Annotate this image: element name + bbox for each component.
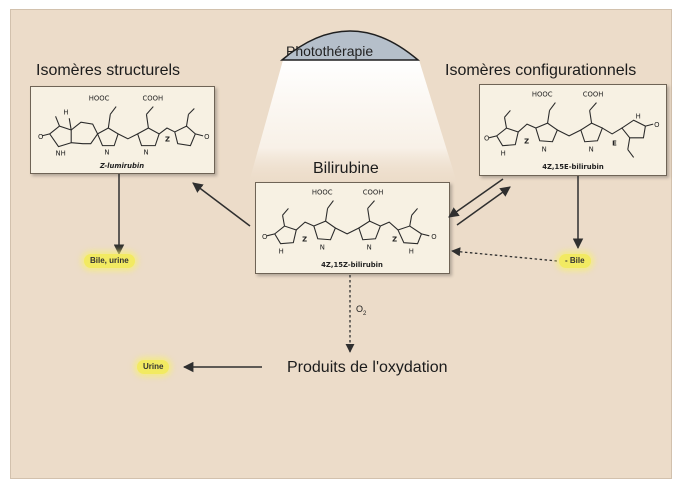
phototherapy-label: Photothérapie	[286, 43, 374, 59]
lumirubin-o-label-right: O	[204, 133, 209, 141]
e-isomer-cooh-label: COOH	[583, 91, 604, 99]
e-isomer-n-label-1: N	[542, 146, 547, 154]
e-isomer-name: 4Z,15E-bilirubin	[542, 163, 604, 171]
oxygen-label: O2	[356, 304, 366, 317]
e-isomer-o-label-right: O	[654, 121, 659, 129]
lumirubin-h-label: H	[63, 108, 68, 116]
e-isomer-h-label-left: H	[501, 149, 506, 157]
bile-urine-output: Bile, urine	[84, 254, 135, 268]
e-isomer-h-label-right: H	[636, 112, 641, 120]
configurational-isomers-title: Isomères configurationnels	[445, 62, 637, 79]
arrow-bilirubin-to-e-isomer	[456, 186, 511, 226]
bilirubin-n-label-1: N	[320, 244, 325, 252]
bilirubin-e-isomer-box: HOOC COOH O Z N N H H E O 4Z,15E-bilirub…	[479, 84, 667, 176]
lamp-cap	[279, 30, 421, 61]
lumirubin-cooh-label: COOH	[143, 95, 164, 103]
bilirubin-cooh-label: COOH	[363, 189, 384, 197]
bilirubin-title: Bilirubine	[313, 160, 379, 177]
e-isomer-z-label: Z	[524, 138, 529, 146]
bilirubin-z-label-left: Z	[302, 236, 307, 244]
e-isomer-o-label-left: O	[484, 135, 489, 143]
dashed-arrow-bile-to-bilirubin	[451, 247, 558, 262]
oxygen-symbol: O	[356, 304, 364, 314]
z-lumirubin-structure: HOOC COOH H O NH N N Z O Z-lumirubin	[38, 95, 210, 170]
lumirubin-z-label: Z	[165, 136, 170, 144]
z-lumirubin-name: Z-lumirubin	[99, 162, 144, 170]
bilirubin-n-label-2: N	[367, 244, 372, 252]
bilirubin-h-label-right: H	[409, 247, 414, 255]
lumirubin-nh-label: NH	[56, 149, 66, 157]
bilirubin-o-label-left: O	[262, 233, 267, 241]
bilirubin-name: 4Z,15Z-bilirubin	[321, 261, 383, 269]
lumirubin-n-label: N	[104, 148, 109, 156]
bilirubin-hooc-label: HOOC	[312, 189, 333, 197]
arrow-e-isomer-to-bilirubin	[448, 178, 504, 218]
oxidation-products-label: Produits de l'oxydation	[287, 359, 448, 376]
e-isomer-n-label-2: N	[589, 146, 594, 154]
bilirubin-o-label-right: O	[431, 233, 436, 241]
arrow-bilirubin-to-lumirubin	[192, 182, 251, 227]
bilirubin-e-isomer-structure: HOOC COOH O Z N N H H E O 4Z,15E-bilirub…	[484, 91, 660, 171]
bile-output: - Bile	[559, 254, 591, 268]
bilirubin-z-label-right: Z	[392, 236, 397, 244]
urine-output: Urine	[137, 360, 170, 374]
oxygen-subscript: 2	[363, 310, 367, 317]
z-lumirubin-box: HOOC COOH H O NH N N Z O Z-lumirubin	[30, 86, 215, 174]
bilirubin-structure: HOOC COOH O Z N N H H Z O 4Z,15Z-bilirub…	[262, 189, 437, 269]
bilirubin-box: HOOC COOH O Z N N H H Z O 4Z,15Z-bilirub…	[255, 182, 450, 274]
light-beam	[248, 60, 458, 186]
lumirubin-n-label-2: N	[144, 148, 149, 156]
bilirubin-h-label-left: H	[279, 247, 284, 255]
e-isomer-e-label: E	[612, 140, 617, 148]
e-isomer-hooc-label: HOOC	[532, 91, 553, 99]
lumirubin-hooc-label: HOOC	[89, 95, 110, 103]
structural-isomers-title: Isomères structurels	[36, 62, 181, 79]
lumirubin-o-label-left: O	[38, 133, 43, 141]
